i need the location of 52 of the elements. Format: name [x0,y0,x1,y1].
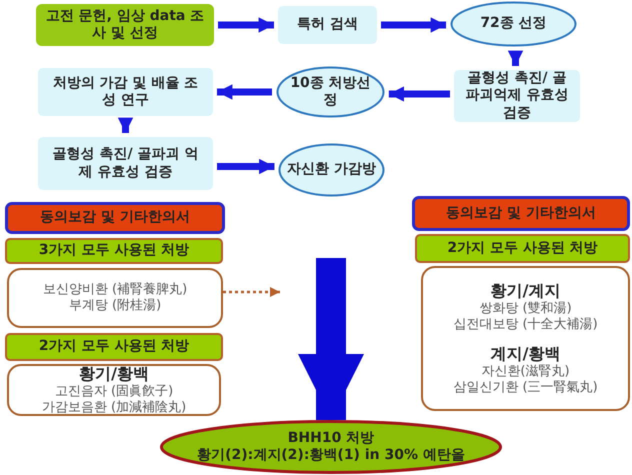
prescription-name: 쌍화탕 (雙和湯) [479,301,572,317]
banner-label: 동의보감 및 기타한의서 [446,204,596,222]
process-box [36,4,214,46]
prescription-box [421,266,630,411]
process-box [454,70,580,122]
prescription-name: 보신양비환 (補腎養脾丸) [42,282,188,298]
box-label: 72종 선정 [480,15,547,33]
prescription-name: 가감보음환 (加減補陰丸) [42,400,186,416]
box-label: 골형성 촉진/ 골파괴 억제 유효성 검증 [52,146,200,181]
herb-pair-heading: 황기/계지 [490,281,560,301]
process-ellipse [278,143,385,197]
arrow [118,118,134,133]
source-banner [412,196,630,231]
prescription-name: 자신환(滋腎丸) [481,364,570,380]
category-banner [415,234,630,263]
banner-label: 2가지 모두 사용된 처방 [447,240,598,258]
prescription-name: 부계탕 (附桂湯) [68,298,162,314]
box-label: 특허 검색 [297,16,358,34]
formula-ratio: 황기(2):계지(2):황백(1) in 30% 예탄올 [197,447,465,464]
arrow [217,158,274,174]
process-box [38,68,213,116]
box-label: 고전 문헌, 임상 data 조사 및 선정 [44,8,206,42]
herb-pair-heading: 황기/황백 [79,364,149,384]
category-banner [5,333,223,361]
box-label: 처방의 가감 및 배율 조성 연구 [52,74,200,110]
process-box [278,6,377,44]
arrow [217,84,272,100]
prescription-box [7,364,221,416]
source-banner [5,202,225,234]
banner-label: 2가지 모두 사용된 처방 [38,338,190,356]
result-ellipse [160,420,502,474]
category-banner [5,238,223,264]
box-label: 골형성 촉진/ 골파괴억제 유효성 검증 [464,70,570,122]
prescription-name: 십전대보탕 (十全大補湯) [453,317,598,334]
prescription-name: 고진음자 (固眞飮子) [54,384,174,400]
process-box [38,137,213,190]
arrow [381,17,446,33]
arrow [218,17,274,33]
dotted-arrow [223,287,280,297]
block-arrow [298,258,364,420]
arrow [388,86,450,102]
formula-title: BHH10 처방 [288,430,374,447]
banner-label: 동의보감 및 기타한의서 [40,209,190,227]
box-label: 자신환 가감방 [287,161,376,179]
arrow [508,50,524,66]
prescription-name: 삼일신기환 (三一腎氣丸) [453,380,598,396]
herb-pair-heading: 계지/황백 [490,344,560,364]
banner-label: 3가지 모두 사용된 처방 [38,242,190,260]
process-ellipse [276,66,385,118]
prescription-box [7,268,223,328]
box-label: 10종 처방선정 [289,74,372,110]
process-ellipse [450,1,577,47]
